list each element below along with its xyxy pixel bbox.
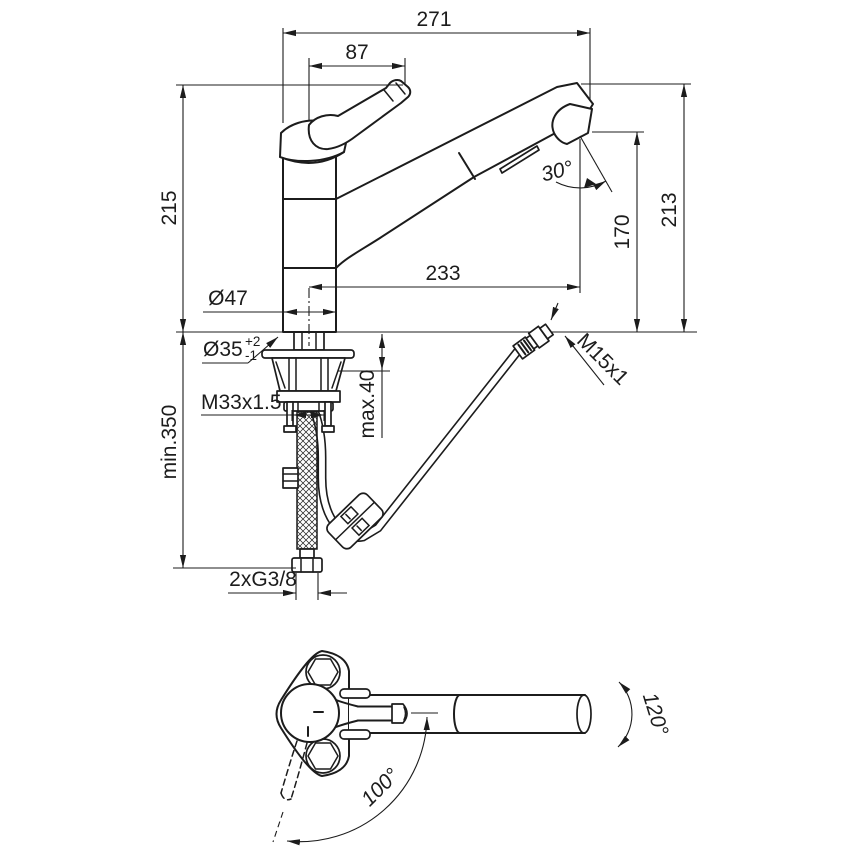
- handle-knob-line: [383, 89, 394, 102]
- spray-hose-connector: [512, 323, 555, 360]
- dim-head-angle-label: 30°: [539, 156, 575, 186]
- dim-spray-hose-thread-label: M15x1: [572, 329, 633, 390]
- dim-head-angle: 30°: [539, 135, 613, 193]
- spout-end-cap: [576, 694, 592, 734]
- dim-spout-swivel: 120°: [617, 681, 673, 748]
- bracket-hatch: [331, 361, 342, 389]
- under-counter-assembly: [261, 323, 555, 573]
- swing-arc: [286, 716, 430, 846]
- dim-hole-tol-plus: +2: [245, 334, 260, 349]
- dim-hole-diameter: Ø35 +2 -1: [202, 334, 279, 364]
- clamp-bracket: [271, 357, 346, 392]
- spout-mask: [349, 695, 585, 733]
- top-view: 100° 120°: [272, 650, 673, 846]
- dim-spray-hose-thread: M15x1: [550, 302, 633, 390]
- hose-clip: [282, 467, 299, 489]
- hose-end-tube: [299, 548, 315, 559]
- mount-tab: [339, 729, 371, 740]
- grip-knurl: [520, 341, 530, 354]
- dim-head-height: 213: [581, 83, 691, 332]
- dim-hole-diameter-label: Ø35: [203, 338, 243, 361]
- swivel-arc: [617, 681, 633, 748]
- dim-overall-width: 271: [282, 8, 591, 123]
- grip-knurl: [522, 339, 533, 352]
- g38-nut: [291, 557, 323, 573]
- bracket-hatch: [275, 361, 286, 389]
- dashed-handle-end: [280, 792, 292, 801]
- dim-handle-swing-label: 100°: [357, 764, 404, 811]
- hose-weight: [326, 492, 384, 550]
- supply-hose: [282, 411, 323, 573]
- plate-hole: [305, 738, 341, 774]
- dim-deck-thickness-label: max.40: [356, 370, 379, 439]
- dim-hose-length: min.350: [158, 332, 296, 569]
- body-circle: [280, 683, 340, 743]
- hex-nut-top: [307, 658, 339, 686]
- clamp-plate: [276, 390, 341, 403]
- mounting-shank: [261, 331, 355, 433]
- dim-handle-height: 215: [158, 84, 403, 332]
- lever-handle: [307, 78, 412, 151]
- shank-top: [293, 331, 325, 351]
- dim-outlet-height-label: 170: [611, 214, 634, 249]
- dim-hole-tol-minus: -1: [245, 348, 257, 363]
- angle-arc: [555, 180, 607, 191]
- dimensions-front: 271 87 215 213: [158, 8, 691, 600]
- dim-handle-height-label: 215: [158, 190, 181, 225]
- angle-leg: [579, 135, 613, 193]
- handle-neck: [335, 699, 359, 708]
- weight-window: [339, 505, 360, 525]
- shank-nut: [283, 401, 334, 412]
- screw-head: [321, 425, 335, 433]
- dim-overall-width-label: 271: [416, 8, 451, 31]
- weight-detail: [345, 513, 351, 520]
- spray-button: [499, 145, 540, 174]
- leader-arrow: [564, 335, 605, 386]
- front-view: 271 87 215 213: [158, 8, 697, 600]
- dim-spout-reach-label: 233: [425, 262, 460, 285]
- dim-handle-reach-label: 87: [345, 41, 368, 64]
- counter-arrow: [550, 302, 559, 321]
- mount-tab: [339, 688, 371, 699]
- weight-detail: [356, 525, 362, 532]
- body-column: [282, 149, 337, 333]
- dim-body-diameter: Ø47: [203, 287, 336, 316]
- dim-spout-reach: 233: [309, 139, 581, 293]
- dim-shank-thread-label: M33x1.5: [201, 391, 282, 414]
- braided-hose: [296, 411, 318, 550]
- spout-joint-arc: [453, 694, 461, 734]
- screw-head: [283, 425, 297, 433]
- dim-hose-length-label: min.350: [158, 405, 181, 480]
- dim-head-height-label: 213: [658, 192, 681, 227]
- cap-lip-curve: [279, 151, 345, 164]
- grip-knurl: [517, 343, 527, 356]
- dim-body-diameter-label: Ø47: [208, 287, 248, 310]
- weight-window: [350, 517, 371, 537]
- leader-arrow: [247, 336, 279, 364]
- fixing-screw: [324, 401, 332, 427]
- dim-supply-connection-label: 2xG3/8: [229, 568, 297, 591]
- dim-shank-thread: M33x1.5: [201, 391, 325, 421]
- dim-supply-connection: 2xG3/8: [228, 568, 347, 600]
- aerator-nozzle: [551, 103, 593, 145]
- connector-tip: [539, 323, 555, 340]
- dim-handle-reach: 87: [308, 41, 406, 120]
- faucet-body-front: [279, 78, 594, 333]
- dashed-ext-line: [272, 811, 284, 843]
- dim-spout-swivel-label: 120°: [638, 690, 673, 738]
- spout-top-view: [339, 688, 592, 740]
- spout-joint-line: [458, 152, 476, 180]
- dim-deck-thickness: max.40: [338, 334, 390, 438]
- dim-outlet-height: 170: [592, 131, 644, 332]
- angle-arrow: [584, 178, 596, 188]
- horseshoe-washer: [261, 349, 355, 359]
- weight-split-line: [334, 501, 376, 541]
